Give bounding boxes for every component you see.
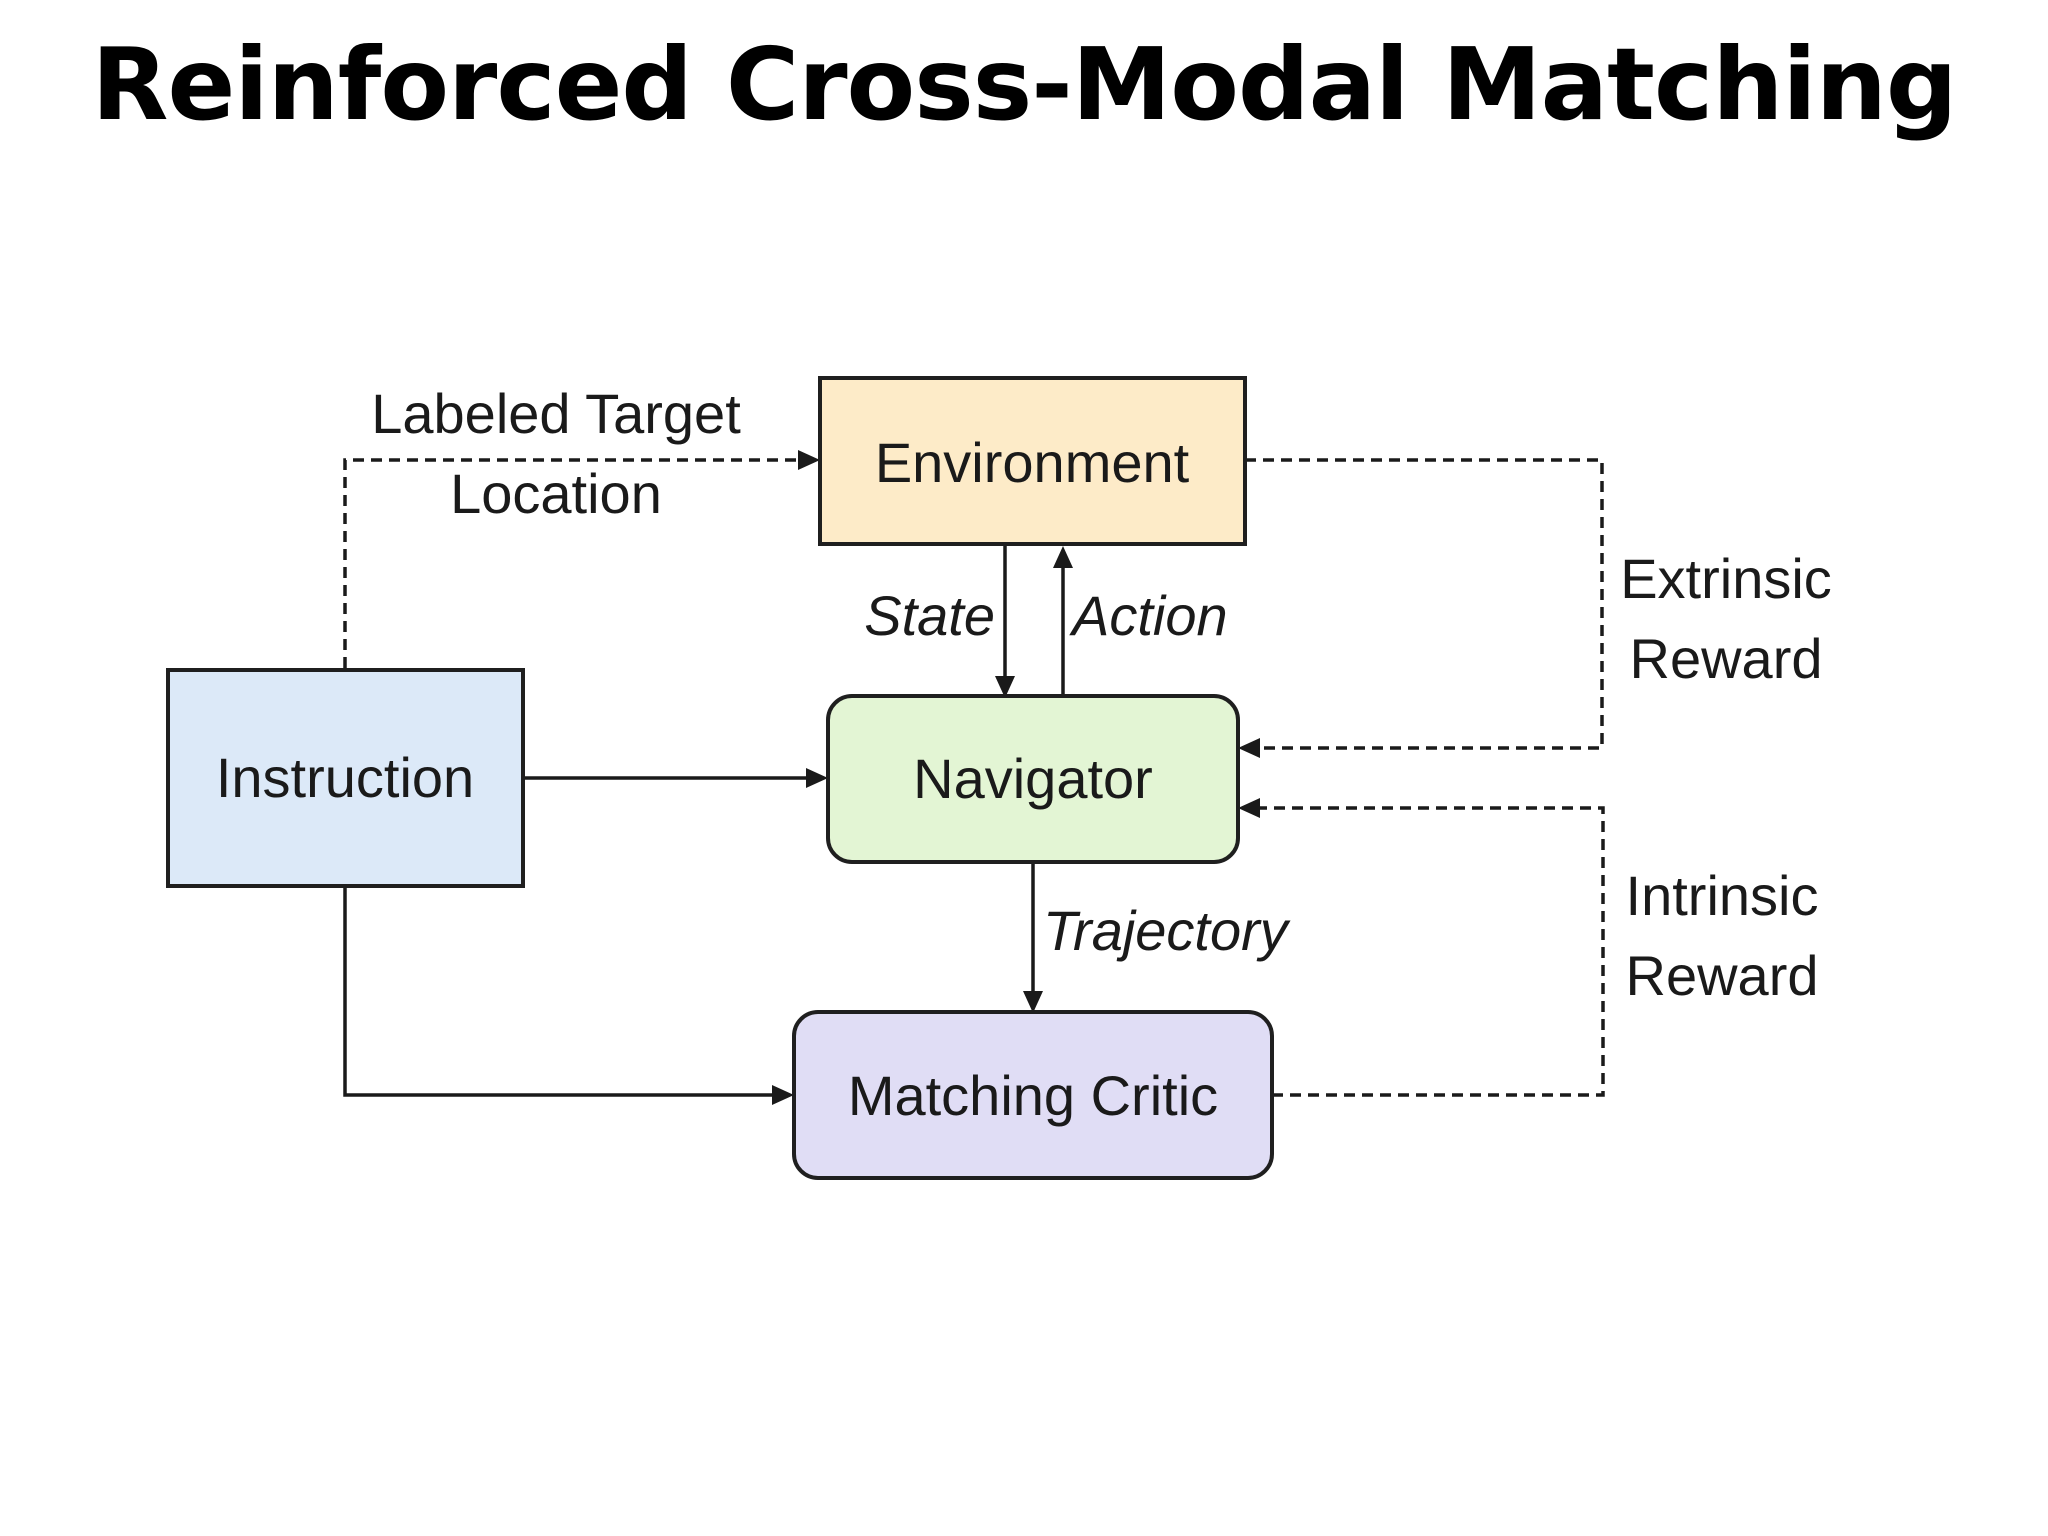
trajectory-label: Trajectory <box>1043 899 1291 962</box>
intrinsic-reward-label-line2: Reward <box>1626 944 1819 1007</box>
environment-box <box>818 376 1247 546</box>
matching-critic-box <box>792 1010 1274 1180</box>
edge-intrinsic-reward <box>1258 806 1605 1097</box>
node-instruction: Instruction <box>166 668 525 888</box>
arrowhead-critic-left <box>772 1085 794 1105</box>
arrowhead-trajectory <box>1023 991 1043 1013</box>
extrinsic-reward-label-line2: Reward <box>1630 627 1823 690</box>
labeled-target-label-line1: Labeled Target <box>371 382 741 445</box>
navigator-label: Navigator <box>913 747 1153 810</box>
instruction-box <box>166 668 525 888</box>
state-label: State <box>864 584 995 647</box>
arrowhead-state <box>995 676 1015 698</box>
edge-extrinsic-reward <box>1245 458 1604 750</box>
node-matching-critic: Matching Critic <box>792 1010 1274 1180</box>
arrowhead-environment-left <box>798 450 820 470</box>
environment-label: Environment <box>875 431 1190 494</box>
slide-title: Reinforced Cross-Modal Matching <box>91 26 1958 143</box>
arrowhead-action <box>1053 546 1073 568</box>
matching-critic-label: Matching Critic <box>848 1064 1218 1127</box>
arrowhead-intrinsic <box>1238 798 1260 818</box>
instruction-label: Instruction <box>216 746 474 809</box>
action-label: Action <box>1069 584 1228 647</box>
navigator-box <box>826 694 1240 864</box>
edge-instruction-to-environment <box>343 458 800 668</box>
edge-instruction-to-critic <box>343 887 774 1097</box>
node-navigator: Navigator <box>826 694 1240 864</box>
extrinsic-reward-label-line1: Extrinsic <box>1620 547 1832 610</box>
arrowhead-navigator-left <box>806 768 828 788</box>
intrinsic-reward-label-line1: Intrinsic <box>1626 864 1819 927</box>
labeled-target-label-line2: Location <box>450 462 662 525</box>
node-environment: Environment <box>818 376 1247 546</box>
arrowhead-extrinsic <box>1238 738 1260 758</box>
